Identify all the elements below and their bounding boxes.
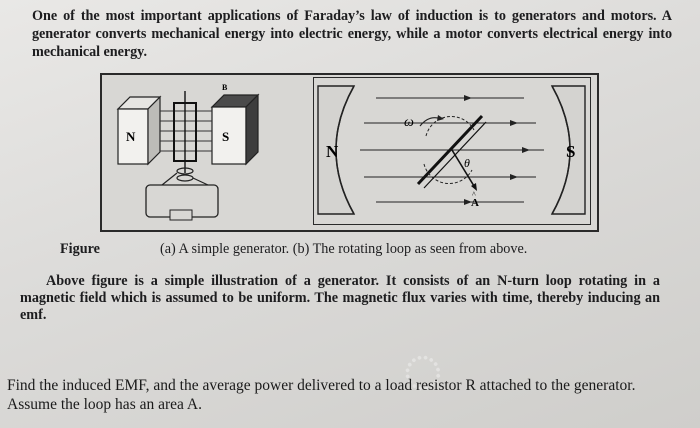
figure-panel-a: N S B xyxy=(104,77,307,225)
question-paragraph: Find the induced EMF, and the average po… xyxy=(7,377,636,413)
figure-frame: N S B N S xyxy=(100,73,599,232)
magnet-south-label: S xyxy=(222,129,229,144)
theta-label: θ xyxy=(464,156,470,170)
figure-caption-label: Figure xyxy=(60,241,100,257)
rotating-loop-diagram: N S xyxy=(317,85,586,215)
pole-north-label: N xyxy=(326,142,339,161)
figure-caption-text: (a) A simple generator. (b) The rotating… xyxy=(160,241,528,257)
area-vector-label: A xyxy=(471,197,479,209)
intro-paragraph: One of the most important applications o… xyxy=(32,8,672,60)
omega-label: ω xyxy=(404,115,414,130)
area-vector-hat: ^ xyxy=(472,190,476,199)
pole-south-label: S xyxy=(566,142,575,161)
magnet-north-label: N xyxy=(126,129,136,144)
figure-panel-b: N S xyxy=(313,77,591,225)
body-paragraph: Above figure is a simple illustration of… xyxy=(20,273,660,324)
generator-diagram: N S B xyxy=(116,83,260,221)
body-text: Above figure is a simple illustration of… xyxy=(20,273,660,323)
field-label: B xyxy=(222,83,228,92)
